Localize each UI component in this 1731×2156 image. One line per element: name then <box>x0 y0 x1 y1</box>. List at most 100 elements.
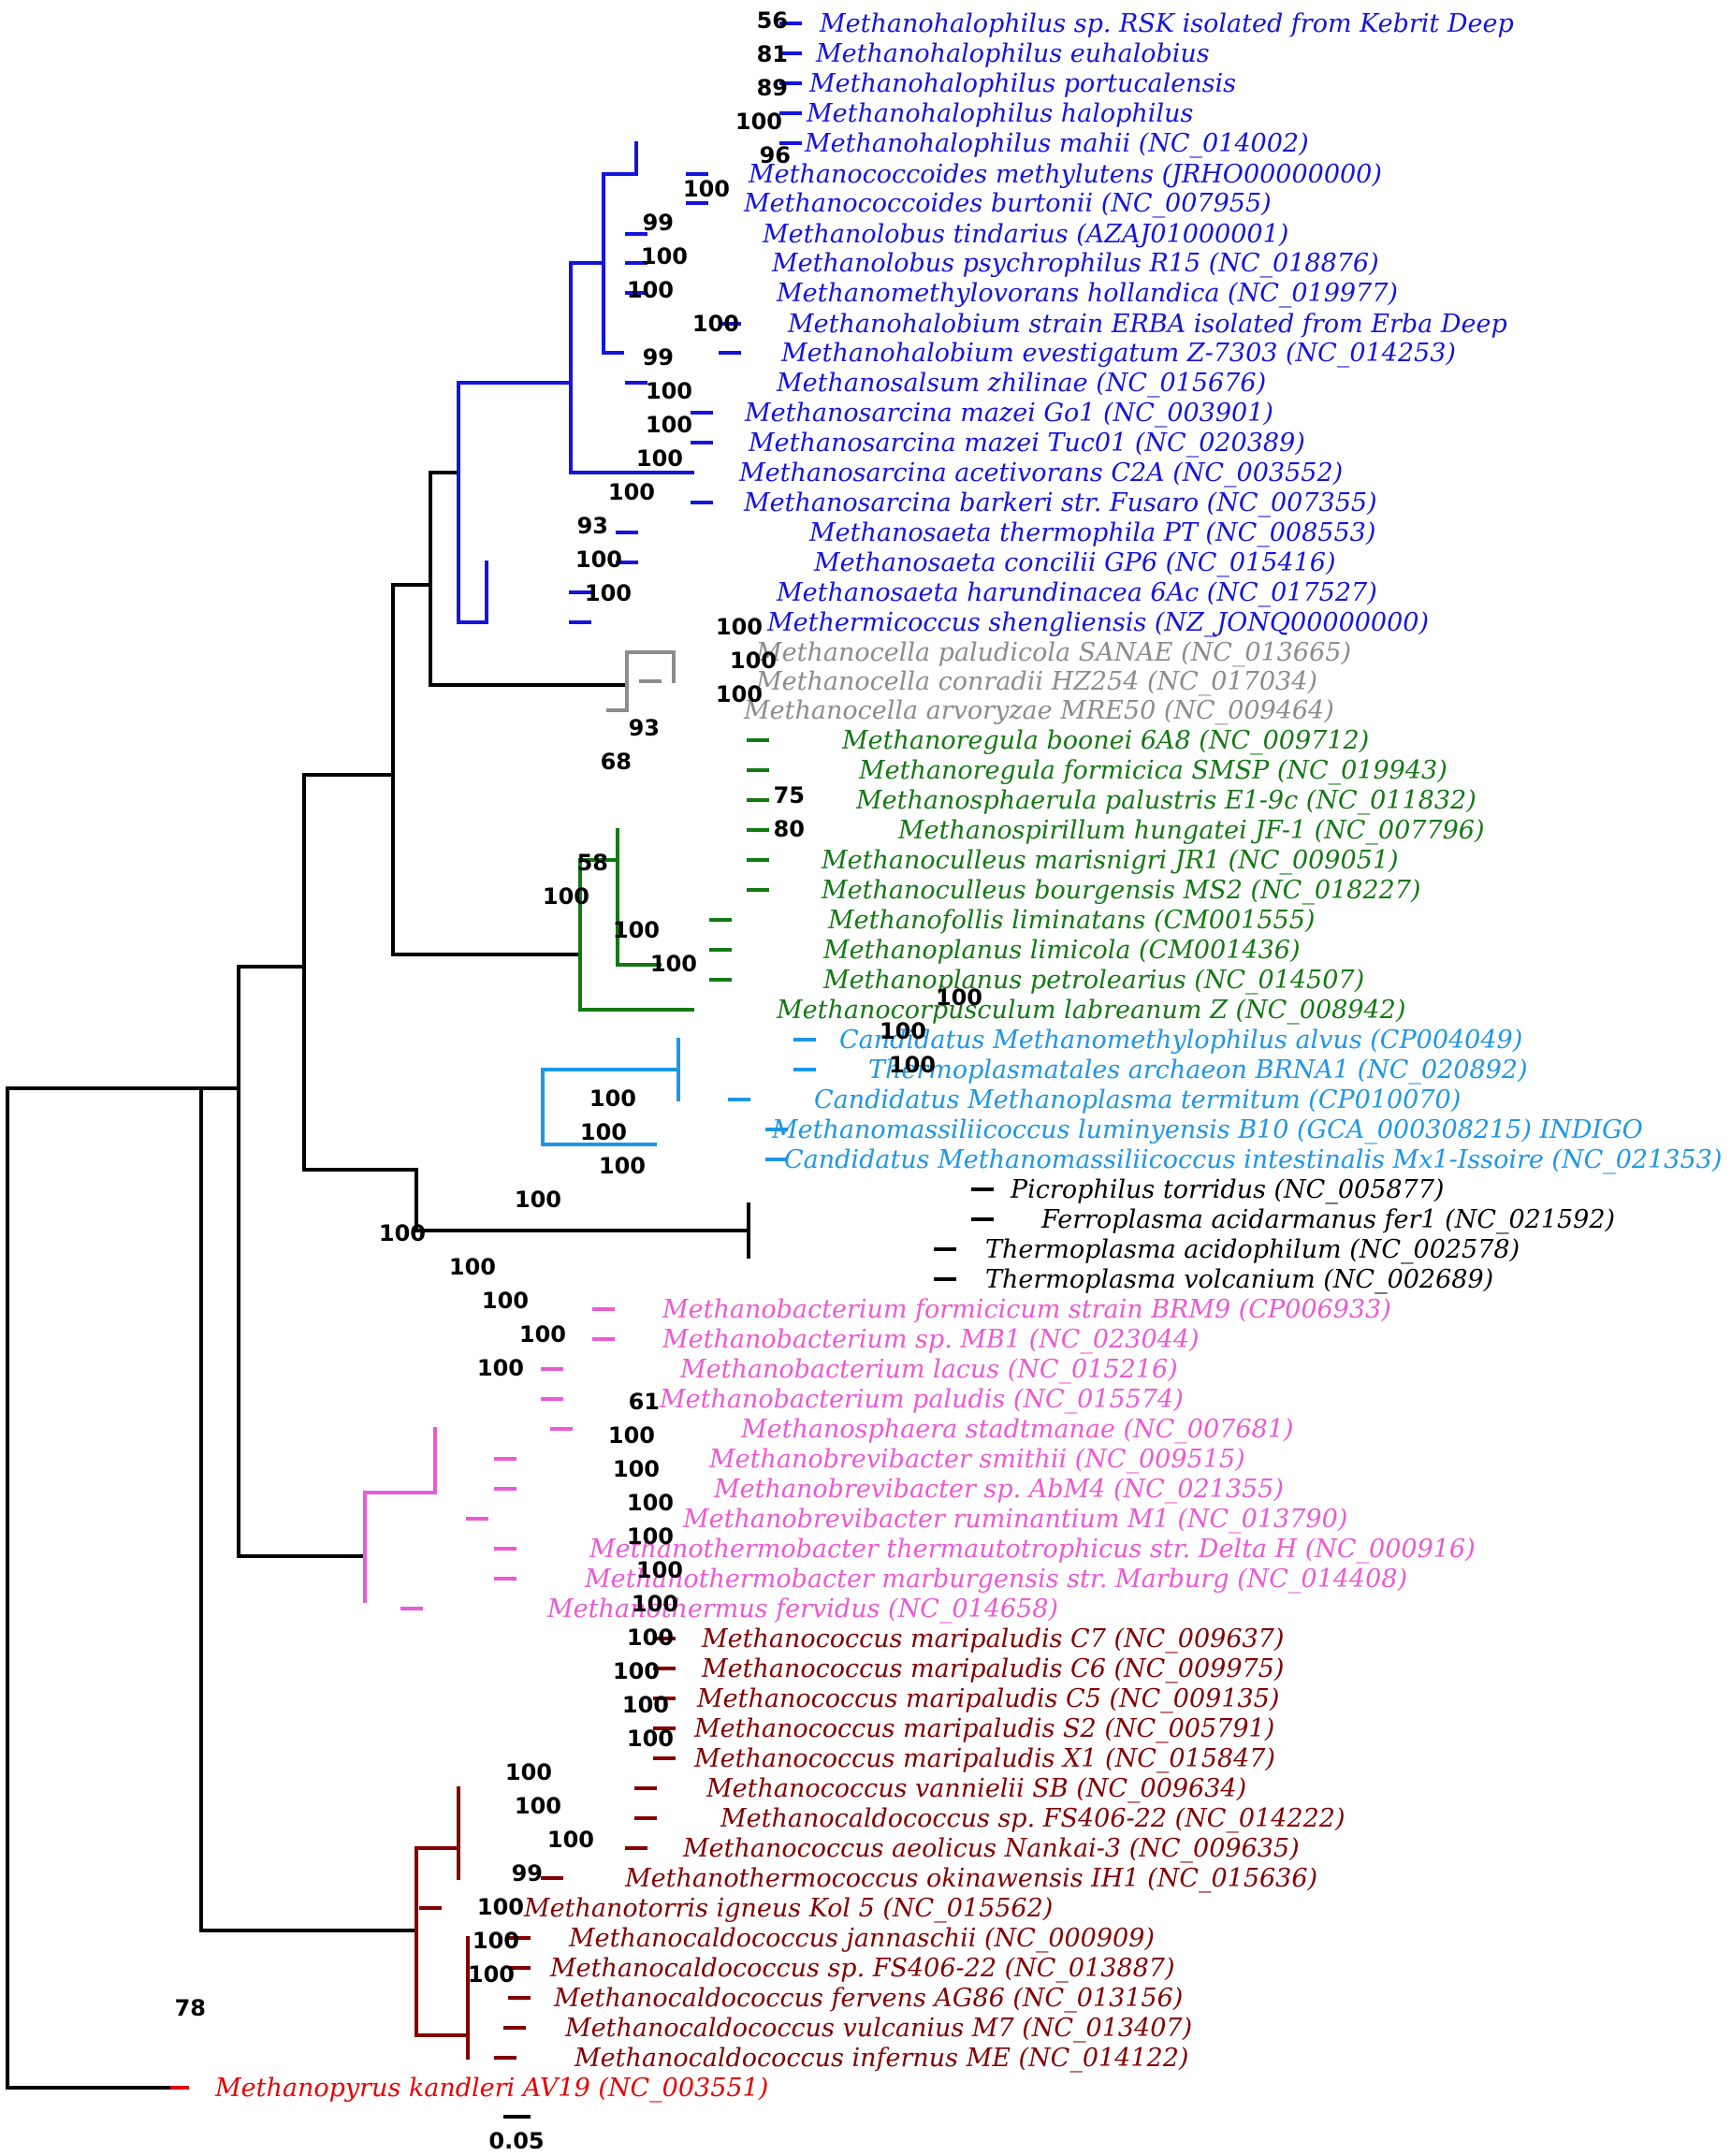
support-value: 100 <box>627 1624 674 1651</box>
support-value: 100 <box>515 1793 561 1819</box>
taxon-label: Methanopyrus kandleri AV19 (NC_003551) <box>214 2074 768 2103</box>
support-value: 56 <box>757 7 788 34</box>
taxon-label: Methanococcus maripaludis C5 (NC_009135) <box>696 1684 1279 1713</box>
taxon-label: Methanobrevibacter ruminantium M1 (NC_01… <box>682 1505 1347 1534</box>
taxon-label: Methanocorpusculum labreanum Z (NC_00894… <box>776 996 1405 1025</box>
support-value: 93 <box>577 513 608 539</box>
taxon-label: Methanothermococcus okinawensis IH1 (NC_… <box>624 1864 1317 1893</box>
taxon-label: Methanolobus psychrophilus R15 (NC_01887… <box>771 249 1379 278</box>
support-value: 68 <box>601 749 632 775</box>
taxon-label: Methanohalophilus halophilus <box>806 99 1193 128</box>
taxon-label: Methanocaldococcus infernus ME (NC_01412… <box>574 2044 1188 2073</box>
support-value: 100 <box>636 445 683 472</box>
support-value: 100 <box>632 1591 678 1617</box>
support-value: 100 <box>505 1759 552 1785</box>
support-value: 58 <box>577 850 608 876</box>
taxon-label: Methanococcus aeolicus Nankai-3 (NC_0096… <box>682 1834 1300 1863</box>
taxon-label: Methanococcus maripaludis C6 (NC_009975) <box>701 1654 1284 1683</box>
taxon-label: Methanococcus maripaludis S2 (NC_005791) <box>693 1714 1274 1743</box>
support-value: 99 <box>643 344 674 371</box>
support-value: 100 <box>547 1827 594 1853</box>
taxon-label: Methanosphaerula palustris E1-9c (NC_011… <box>855 786 1476 815</box>
taxon-label: Methanomethylovorans hollandica (NC_0199… <box>776 279 1398 308</box>
taxon-label: Methanothermobacter thermautotrophicus s… <box>589 1535 1476 1564</box>
taxon-label: Thermoplasma acidophilum (NC_002578) <box>985 1235 1520 1264</box>
support-value: 89 <box>757 75 788 101</box>
support-value: 100 <box>608 1422 655 1449</box>
support-value: 75 <box>774 782 805 808</box>
taxon-label: Methanocella arvoryzae MRE50 (NC_009464) <box>743 696 1334 725</box>
taxon-label: Methanothermus fervidus (NC_014658) <box>546 1595 1058 1624</box>
support-value: 100 <box>683 176 730 202</box>
support-value: 100 <box>627 1523 674 1550</box>
taxon-label: Methanosarcina acetivorans C2A (NC_00355… <box>738 459 1343 488</box>
support-value: 100 <box>613 917 660 943</box>
taxon-label: Methanothermobacter marburgensis str. Ma… <box>584 1565 1407 1594</box>
support-value: 100 <box>641 243 688 270</box>
taxon-label: Methanocaldococcus fervens AG86 (NC_0131… <box>553 1984 1183 2013</box>
support-value: 100 <box>889 1052 936 1078</box>
support-value: 100 <box>716 681 763 707</box>
support-value: 100 <box>613 1658 660 1684</box>
taxon-label: Candidatus Methanomethylophilus alvus (C… <box>839 1026 1522 1055</box>
taxon-label: Methanobacterium formicicum strain BRM9 … <box>662 1295 1391 1324</box>
taxon-label: Methanocaldococcus jannaschii (NC_000909… <box>568 1924 1155 1953</box>
taxon-label: Methanosaeta concilii GP6 (NC_015416) <box>813 548 1336 577</box>
taxon-label: Methanohalophilus portucalensis <box>808 69 1236 98</box>
taxon-label: Methanosarcina mazei Go1 (NC_003901) <box>744 399 1273 428</box>
taxon-label: Methanohalophilus sp. RSK isolated from … <box>819 9 1514 38</box>
taxon-label: Picrophilus torridus (NC_005877) <box>1010 1175 1444 1204</box>
support-value: 100 <box>482 1288 529 1314</box>
taxon-label: Methanocella paludicola SANAE (NC_013665… <box>755 638 1351 667</box>
support-value: 100 <box>608 479 655 505</box>
taxon-label: Methanohalobium strain ERBA isolated fro… <box>787 310 1507 339</box>
support-value: 100 <box>627 1490 674 1516</box>
taxon-label: Methanofollis liminatans (CM001555) <box>827 906 1315 935</box>
support-value: 100 <box>613 1456 660 1482</box>
support-value: 100 <box>519 1321 566 1348</box>
support-value: 100 <box>575 546 622 573</box>
support-value: 81 <box>757 41 788 67</box>
taxon-label: Methanosalsum zhilinae (NC_015676) <box>776 369 1266 398</box>
taxon-label: Thermoplasmatales archaeon BRNA1 (NC_020… <box>868 1056 1528 1085</box>
support-value: 78 <box>175 1995 206 2021</box>
taxon-label: Methanospirillum hungatei JF-1 (NC_00779… <box>897 816 1485 845</box>
taxon-label: Methanobrevibacter sp. AbM4 (NC_021355) <box>713 1475 1284 1504</box>
taxon-label: Methanohalophilus euhalobius <box>815 39 1210 68</box>
support-value: 100 <box>650 951 697 977</box>
support-value: 100 <box>379 1220 426 1246</box>
support-value: 100 <box>636 1557 683 1583</box>
taxon-label: Ferroplasma acidarmanus fer1 (NC_021592) <box>1040 1205 1615 1234</box>
support-value: 99 <box>643 210 674 236</box>
taxon-label: Methanocaldococcus vulcanius M7 (NC_0134… <box>564 2014 1192 2043</box>
support-value: 100 <box>449 1254 496 1280</box>
taxon-label: Candidatus Methanomassiliicoccus intesti… <box>784 1145 1722 1174</box>
scale-bar-label: 0.05 <box>488 2128 544 2154</box>
taxon-label: Methanococcus maripaludis X1 (NC_015847) <box>693 1744 1275 1773</box>
taxon-label: Methanobacterium paludis (NC_015574) <box>659 1385 1184 1414</box>
taxon-label: Methanolobus tindarius (AZAJ01000001) <box>762 220 1288 249</box>
support-value: 61 <box>629 1389 660 1415</box>
taxon-label: Methanosphaera stadtmanae (NC_007681) <box>740 1415 1293 1444</box>
support-value: 100 <box>936 984 982 1011</box>
support-value: 100 <box>646 412 692 438</box>
support-value: 100 <box>585 580 632 606</box>
support-value: 100 <box>627 1726 674 1752</box>
support-value: 100 <box>543 883 589 910</box>
taxon-label: Methanocaldococcus sp. FS406-22 (NC_0142… <box>720 1804 1346 1833</box>
taxon-label: Methanoculleus bourgensis MS2 (NC_018227… <box>821 876 1420 905</box>
support-value: 100 <box>692 311 739 337</box>
taxon-label: Methermicoccus shengliensis (NZ_JONQ0000… <box>766 608 1429 637</box>
support-value: 100 <box>515 1187 561 1213</box>
taxon-label: Candidatus Methanoplasma termitum (CP010… <box>814 1085 1461 1114</box>
taxon-label: Methanococcus maripaludis C7 (NC_009637) <box>701 1624 1284 1653</box>
taxon-label: Methanosaeta thermophila PT (NC_008553) <box>808 518 1375 547</box>
taxon-label: Methanoplanus limicola (CM001436) <box>822 936 1300 965</box>
support-value: 100 <box>622 1692 669 1718</box>
support-value: 100 <box>716 614 763 640</box>
support-value: 100 <box>735 109 782 135</box>
taxon-label: Thermoplasma volcanium (NC_002689) <box>985 1265 1493 1294</box>
support-value: 100 <box>599 1153 646 1179</box>
support-value: 100 <box>580 1119 627 1145</box>
support-value: 100 <box>473 1928 519 1954</box>
